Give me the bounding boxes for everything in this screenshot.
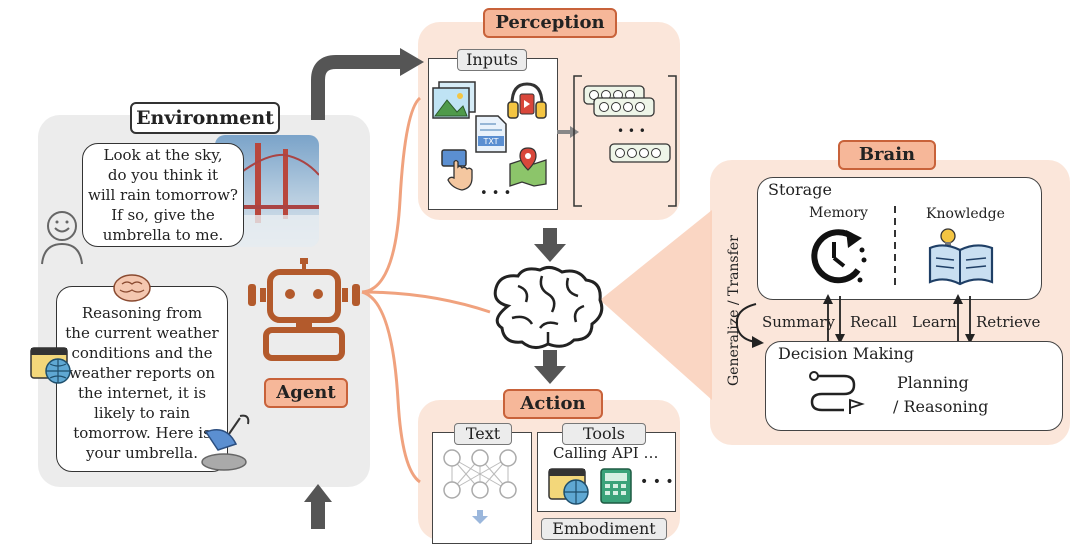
user-bubble-line: Look at the sky, xyxy=(103,146,223,164)
tools-label: Tools xyxy=(562,423,646,445)
embodiment-label: Embodiment xyxy=(541,518,667,540)
storage-box xyxy=(757,177,1042,300)
calling-api-label: Calling API … xyxy=(553,444,659,462)
agent-to-perception-line xyxy=(361,96,422,294)
storage-label: Storage xyxy=(768,180,832,199)
brain-title: Brain xyxy=(838,140,936,170)
generalize-arrow xyxy=(735,303,764,348)
map-pin-icon xyxy=(509,147,547,187)
agent-speech-bubble: Reasoning from the current weather condi… xyxy=(56,286,228,472)
agent-to-action-line xyxy=(361,290,421,484)
memory-clock-icon xyxy=(811,229,867,284)
agent-bubble-line: the current weather xyxy=(65,324,219,342)
user-bubble-line: will rain tomorrow? xyxy=(88,186,238,204)
agent-label: Agent xyxy=(264,378,348,408)
calculator-icon xyxy=(600,468,632,504)
knowledge-book-icon xyxy=(928,228,994,286)
touch-hand-icon xyxy=(441,149,473,191)
web-tool-icon xyxy=(548,468,589,505)
user-bubble-line: do you think it xyxy=(107,166,219,184)
summary-label: Summary xyxy=(762,313,835,331)
agent-bubble-line: tomorrow. Here is xyxy=(73,424,211,442)
decision-making-label: Decision Making xyxy=(778,344,915,363)
retrieve-arrow xyxy=(965,334,975,344)
embedding-row-2 xyxy=(593,97,655,117)
retrieve-label: Retrieve xyxy=(976,313,1041,331)
agent-bubble-line: conditions and the xyxy=(71,344,213,362)
action-title: Action xyxy=(503,389,603,419)
perception-to-brain-arrow xyxy=(534,244,566,262)
image-icon xyxy=(432,81,476,119)
user-bubble-line: umbrella to me. xyxy=(102,226,224,244)
env-to-perception-arrow xyxy=(311,55,402,120)
agent-bubble-line: weather reports on xyxy=(68,364,216,382)
decision-making-box xyxy=(765,341,1063,431)
agent-bubble-line: the internet, it is xyxy=(77,384,207,402)
brain-to-action-arrow xyxy=(534,366,566,384)
agent-bubble-line: Reasoning from xyxy=(81,304,203,322)
inputs-label: Inputs xyxy=(457,49,527,71)
memory-label: Memory xyxy=(809,205,868,221)
knowledge-label: Knowledge xyxy=(926,206,1005,222)
neural-network-icon xyxy=(443,449,517,524)
small-brain-icon xyxy=(113,274,151,302)
embedding-vectors-icon xyxy=(573,75,677,207)
agent-bubble-line: your umbrella. xyxy=(86,444,198,462)
txt-icon-label: TXT xyxy=(482,137,498,146)
embedding-ellipsis: • • • xyxy=(617,124,646,138)
summary-arrow xyxy=(823,294,833,304)
storage-decision-arrows xyxy=(823,294,975,344)
agent-bubble-line: likely to rain xyxy=(94,404,190,422)
recall-label: Recall xyxy=(850,313,898,331)
connectors-layer xyxy=(304,48,712,529)
text-document-icon: TXT xyxy=(475,115,507,153)
environment-title: Environment xyxy=(130,102,280,134)
inputs-ellipsis: • • • xyxy=(480,186,512,201)
user-speech-bubble: Look at the sky, do you think it will ra… xyxy=(82,143,244,247)
user-avatar-icon xyxy=(41,211,83,265)
agent-robot-icon xyxy=(248,258,360,361)
reasoning-label: / Reasoning xyxy=(893,397,989,416)
brain-icon xyxy=(493,265,604,349)
learn-label: Learn xyxy=(912,313,957,331)
user-bubble-line: If so, give the xyxy=(111,206,215,224)
text-label: Text xyxy=(454,423,512,445)
learn-arrow xyxy=(953,294,963,304)
recall-arrow xyxy=(835,334,845,344)
tools-ellipsis: • • • xyxy=(640,474,674,490)
storage-divider xyxy=(894,206,896,290)
web-globe-icon xyxy=(30,347,71,384)
headphones-icon xyxy=(507,82,547,119)
embedding-row-3 xyxy=(609,143,671,163)
planning-path-icon xyxy=(809,371,865,414)
umbrella-icon xyxy=(201,414,250,471)
perception-title: Perception xyxy=(483,8,617,38)
agent-to-brain-line xyxy=(361,290,491,314)
planning-label: Planning xyxy=(897,373,969,392)
brain-spotlight xyxy=(600,210,712,400)
